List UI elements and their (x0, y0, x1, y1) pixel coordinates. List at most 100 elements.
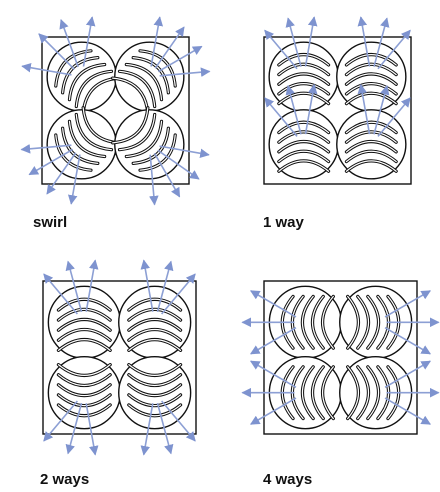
blade-gap (278, 63, 330, 76)
blade-gap (278, 160, 330, 172)
airflow-arrow (46, 152, 77, 195)
airflow-arrow (161, 400, 196, 442)
blade-gap (278, 131, 330, 143)
label-4-ways: 4 ways (263, 471, 313, 488)
airflow-arrow (157, 149, 200, 180)
diffuser-circle (268, 41, 339, 112)
airflow-arrow (82, 16, 96, 67)
blade-group (56, 363, 112, 418)
blade-gap (112, 107, 149, 144)
airflow-arrow (154, 26, 185, 69)
diffuser-circle (114, 109, 185, 180)
airflow-arrow (43, 273, 78, 315)
airflow-arrow (161, 273, 196, 315)
blade-gap (347, 366, 360, 420)
blade-group (344, 120, 398, 173)
blade-gap (128, 318, 182, 331)
blade-gap (57, 318, 111, 331)
airflow-arrow (140, 403, 154, 456)
airflow-arrow (373, 17, 390, 67)
blade-gap (367, 366, 380, 420)
airflow-arrow (384, 397, 432, 425)
blade-gap (278, 150, 330, 163)
airflow-arrow (384, 290, 432, 318)
airflow-arrow (384, 327, 432, 355)
blade-gap (128, 364, 182, 377)
blade-gap (301, 295, 314, 349)
diffuser-circle (118, 356, 192, 430)
blade-gap (301, 366, 314, 420)
blade-gap (345, 140, 397, 153)
blade-gap (139, 134, 176, 171)
blade-group (127, 297, 183, 352)
blade-gap (57, 338, 111, 351)
airflow-arrow (85, 259, 99, 312)
blade-gap (128, 404, 182, 417)
blade-gap (311, 366, 324, 420)
airflow-arrows (241, 290, 440, 425)
airflow-arrow (249, 397, 297, 425)
airflow-arrow (384, 360, 432, 388)
airflow-arrow (159, 145, 210, 159)
blade-gap (57, 394, 111, 407)
airflow-arrow (153, 152, 181, 198)
blade-group (111, 106, 177, 172)
blade-gap (321, 366, 334, 420)
blade-gap (128, 384, 182, 397)
panel-one-way (263, 16, 412, 185)
airflow-arrow (377, 29, 411, 70)
blade-gap (57, 364, 111, 377)
blade-gap (278, 121, 330, 134)
airflow-arrow (249, 327, 297, 355)
blade-gap (345, 73, 397, 85)
blade-gap (345, 92, 397, 105)
blade-gap (128, 374, 182, 387)
blade-gap (345, 160, 397, 172)
airflow-arrow (373, 84, 390, 135)
blade-group (277, 120, 331, 173)
blade-gap (128, 298, 182, 311)
blade-gap (278, 92, 330, 105)
airflow-arrow (43, 400, 78, 442)
airflow-arrow (20, 144, 72, 154)
blade-gap (55, 134, 92, 171)
airflow-arrow (140, 259, 154, 312)
airflow-arrow (150, 16, 164, 67)
blade-gap (278, 140, 330, 153)
diffuser-circle (47, 285, 121, 359)
blade-gap (57, 328, 111, 341)
blade-gap (357, 295, 370, 349)
blade-gap (128, 338, 182, 351)
airflow-arrow (377, 97, 411, 137)
airflow-arrow (357, 83, 371, 135)
blade-gap (347, 295, 360, 349)
label-1-way: 1 way (263, 214, 304, 231)
airflow-arrows (20, 16, 211, 206)
blade-gap (139, 50, 176, 87)
blade-group (127, 363, 183, 418)
airflow-arrow (285, 84, 302, 135)
blade-gap (345, 53, 397, 66)
blade-gap (57, 404, 111, 417)
panel-four-ways (241, 280, 440, 435)
diffuser-circle (336, 109, 407, 180)
blade-group (344, 52, 398, 106)
blade-gap (57, 374, 111, 387)
label-swirl: swirl (33, 214, 68, 231)
blade-gap (125, 63, 163, 101)
diffuser-circle (336, 41, 407, 112)
airflow-arrow (304, 16, 318, 67)
airflow-arrow (21, 62, 72, 76)
blade-gap (125, 120, 163, 158)
blade-group (56, 297, 112, 352)
airflow-arrow (28, 148, 74, 176)
blade-gap (132, 127, 169, 164)
airflow-arrow (159, 67, 211, 77)
airflow-arrow (249, 360, 297, 388)
airflow-arrow (249, 290, 297, 318)
blade-gap (311, 295, 324, 349)
airflow-arrow (65, 260, 83, 313)
airflow-arrow (38, 33, 75, 70)
blade-gap (345, 83, 397, 95)
